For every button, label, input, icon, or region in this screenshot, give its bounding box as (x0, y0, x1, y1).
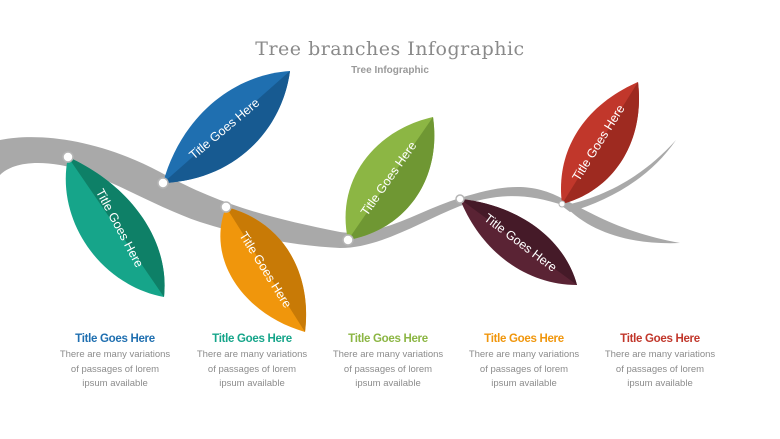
info-column-4-title: Title Goes Here (484, 333, 564, 345)
info-column-3-text: There are many variations of passages of… (332, 349, 444, 389)
leaf-6: Title Goes Here (558, 82, 640, 208)
page-subtitle: Tree Infographic (351, 65, 429, 76)
info-column-2-title: Title Goes Here (212, 333, 292, 345)
leaf-2-node (157, 177, 169, 189)
tree-branch (0, 137, 680, 248)
info-column-2-text: There are many variations of passages of… (196, 349, 308, 389)
leaf-1-node (62, 151, 74, 163)
page-title: Tree branches Infographic (255, 38, 525, 60)
info-column-5-title: Title Goes Here (620, 333, 700, 345)
leaf-3: Title Goes Here (220, 201, 307, 332)
leaf-6-node (558, 200, 566, 208)
info-column-4: Title Goes Here There are many variation… (459, 333, 589, 392)
info-column-1: Title Goes Here There are many variation… (50, 333, 180, 392)
tree-twig (562, 140, 676, 212)
info-column-5: Title Goes Here There are many variation… (595, 333, 725, 392)
leaf-4-node (342, 234, 354, 246)
info-column-2: Title Goes Here There are many variation… (187, 333, 317, 392)
leaf-3-node (220, 201, 232, 213)
info-column-5-text: There are many variations of passages of… (604, 349, 716, 389)
leaf-4: Title Goes Here (342, 117, 435, 246)
info-column-3: Title Goes Here There are many variation… (323, 333, 453, 392)
leaf-2: Title Goes Here (157, 71, 290, 189)
info-column-1-title: Title Goes Here (75, 333, 155, 345)
leaf-5: Title Goes Here (455, 194, 577, 285)
leaf-5-node (455, 194, 465, 204)
info-column-4-text: There are many variations of passages of… (468, 349, 580, 389)
info-column-1-text: There are many variations of passages of… (59, 349, 171, 389)
leaf-1: Title Goes Here (62, 151, 165, 297)
info-column-3-title: Title Goes Here (348, 333, 428, 345)
